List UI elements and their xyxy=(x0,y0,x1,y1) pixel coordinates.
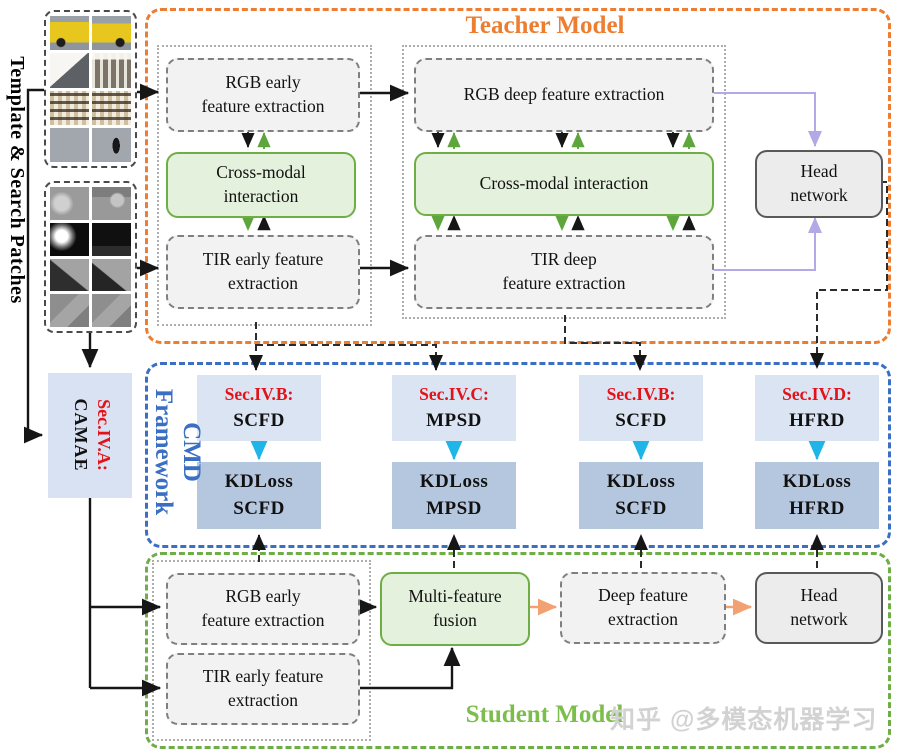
rgb-patch-tile xyxy=(92,127,131,162)
cmd-kdloss-box-scfd2: KDLoss SCFD xyxy=(579,462,703,529)
black-dashed-arrows xyxy=(249,181,888,568)
tir-patch-tile xyxy=(50,187,89,220)
cmd-label-line2: Framework xyxy=(150,388,177,516)
tir-patch-tile xyxy=(92,258,131,292)
teacher-model-region xyxy=(145,8,891,344)
rgb-patch-tile xyxy=(92,53,131,88)
camae-label: Sec.IV.A: CAMAE xyxy=(65,378,115,492)
student-fusion-box: Multi-feature fusion xyxy=(380,572,530,646)
tir-patch-tile xyxy=(50,294,89,327)
cmd-sec-box-scfd1: Sec.IV.B: SCFD xyxy=(197,375,321,441)
teacher-tir-deep-box: TIR deep feature extraction xyxy=(414,235,714,309)
cmd-framework-label: CMD Framework xyxy=(147,364,205,540)
cmd-sec-box-hfrd: Sec.IV.D: HFRD xyxy=(755,375,879,441)
cmd-label-line1: CMD xyxy=(178,422,205,482)
tir-patches-image xyxy=(44,181,137,333)
module-name: SCFD xyxy=(615,409,667,431)
student-model-region xyxy=(145,552,891,749)
section-ref: Sec.IV.B: xyxy=(224,383,294,404)
camae-box xyxy=(48,373,132,498)
student-rgb-early-box: RGB early feature extraction xyxy=(166,573,360,645)
kd-loss-arrows xyxy=(250,441,826,461)
teacher-cross-modal-deep-box: Cross-modal interaction xyxy=(414,152,714,216)
cross-modal-arrows-right xyxy=(431,131,696,231)
rgb-patch-tile xyxy=(50,127,89,162)
camae-section-ref: Sec.IV.A: xyxy=(94,399,114,471)
cmd-kdloss-box-scfd1: KDLoss SCFD xyxy=(197,462,321,529)
teacher-model-title: Teacher Model xyxy=(465,12,625,39)
rgb-patch-tile xyxy=(50,90,89,125)
section-ref: Sec.IV.C: xyxy=(419,383,489,404)
rgb-patch-tile xyxy=(50,53,89,88)
teacher-rgb-early-box: RGB early feature extraction xyxy=(166,58,360,132)
camae-name: CAMAE xyxy=(70,398,91,472)
cmd-framework-region xyxy=(145,362,891,548)
module-name: MPSD xyxy=(426,409,482,431)
cmd-sec-box-scfd2: Sec.IV.B: SCFD xyxy=(579,375,703,441)
watermark-text: 知乎 @多模态机器学习 xyxy=(610,706,878,734)
tir-patch-tile xyxy=(92,294,131,327)
student-deep-box: Deep feature extraction xyxy=(560,572,726,644)
cross-modal-arrows-left xyxy=(241,131,271,231)
teacher-head-network-box: Head network xyxy=(755,150,883,218)
section-ref: Sec.IV.D: xyxy=(782,383,852,404)
section-ref: Sec.IV.B: xyxy=(606,383,676,404)
cmd-kdloss-box-hfrd: KDLoss HFRD xyxy=(755,462,879,529)
rgb-patch-tile xyxy=(50,16,89,51)
template-search-patches-label: Template & Search Patches xyxy=(6,56,28,304)
teacher-cross-modal-early-box: Cross-modal interaction xyxy=(166,152,356,218)
rgb-patch-tile xyxy=(92,16,131,51)
student-early-container xyxy=(152,560,371,741)
cmd-kdloss-box-mpsd: KDLoss MPSD xyxy=(392,462,516,529)
black-solid-arrows xyxy=(24,83,461,697)
cmd-sec-box-mpsd: Sec.IV.C: MPSD xyxy=(392,375,516,441)
teacher-rgb-deep-box: RGB deep feature extraction xyxy=(414,58,714,132)
module-name: SCFD xyxy=(233,409,285,431)
tir-patch-tile xyxy=(50,222,89,256)
teacher-tir-early-box: TIR early feature extraction xyxy=(166,235,360,309)
rgb-patch-tile xyxy=(92,90,131,125)
student-head-network-box: Head network xyxy=(755,572,883,644)
student-model-title: Student Model xyxy=(465,701,624,728)
module-name: HFRD xyxy=(789,409,845,431)
student-tir-early-box: TIR early feature extraction xyxy=(166,653,360,725)
teacher-early-container xyxy=(157,45,372,326)
tir-patch-tile xyxy=(92,187,131,220)
tir-patch-tile xyxy=(50,258,89,292)
purple-head-arrows xyxy=(712,92,822,271)
rgb-patches-image xyxy=(44,10,137,168)
tir-patch-tile xyxy=(92,222,131,256)
